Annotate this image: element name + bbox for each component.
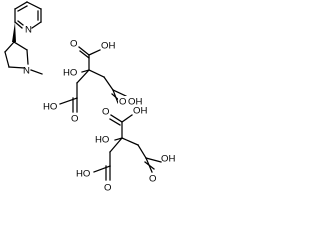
amine-n-label: N <box>23 66 30 77</box>
citrate1-center-ho-label: HO <box>63 68 77 79</box>
citric-acid-2: O OH HO O OH HO O <box>76 106 175 194</box>
pyrrolidine-ring <box>4 41 29 69</box>
citrate2-right-o-label: O <box>149 174 156 185</box>
citric-acid-1: O OH HO O OH HO O <box>43 39 146 125</box>
citrate2-bottom-ho-label: HO <box>76 169 90 180</box>
stereo-wedge-bond <box>12 22 16 42</box>
citrate1-left-ho-label: HO <box>43 102 57 113</box>
citrate2-left-oh-label: OH <box>133 106 147 117</box>
citrate1-right-oh-label: OH <box>128 97 142 108</box>
citrate2-center-ho-label: HO <box>95 135 109 146</box>
citrate1-right-o-label: O <box>119 97 126 108</box>
pyridine-ring <box>14 1 42 29</box>
citrate1-top-o-label: O <box>70 39 77 50</box>
citrate1-left-o-label: O <box>71 114 78 125</box>
citrate2-bottom-o-label: O <box>104 183 111 194</box>
citrate1-top-oh-label: OH <box>101 41 115 52</box>
chemical-structure-diagram: N N O OH HO O OH <box>4 1 175 194</box>
pyridine-n-label: N <box>25 25 32 36</box>
nicotine-molecule: N N <box>4 1 43 77</box>
citrate2-left-o-label: O <box>102 107 109 118</box>
n-methyl-bond <box>30 69 43 75</box>
citrate2-right-oh-label: OH <box>161 154 175 165</box>
